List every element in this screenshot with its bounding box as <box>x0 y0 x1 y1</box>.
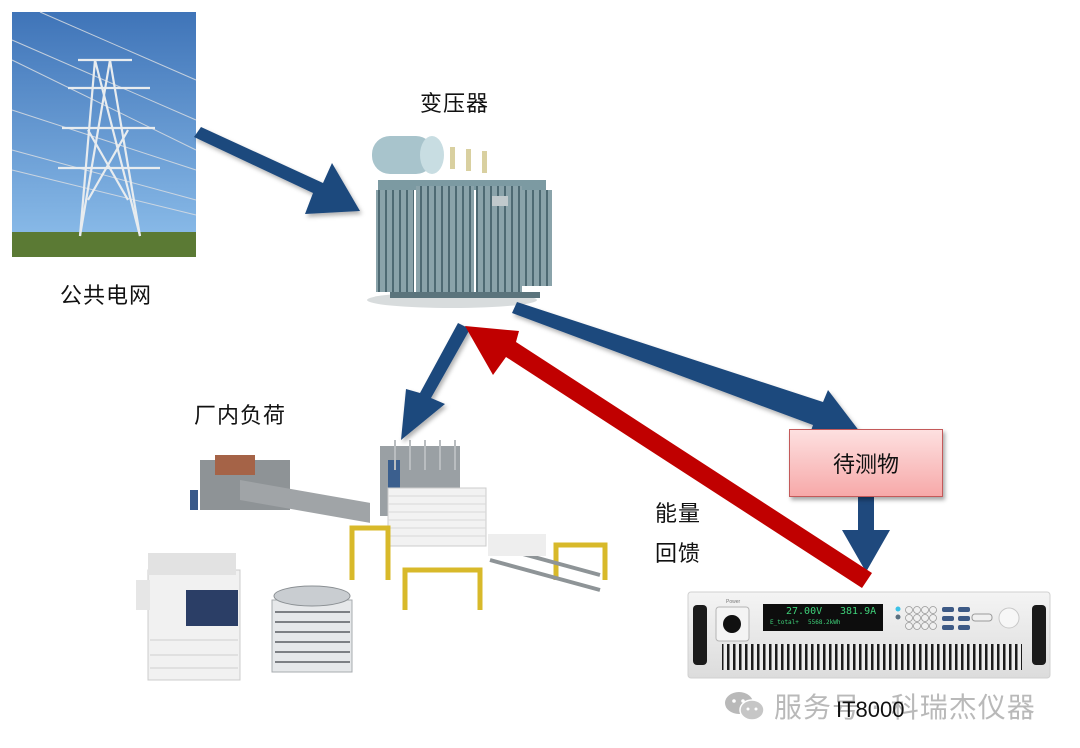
grid-label: 公共电网 <box>60 284 153 309</box>
arrow-dut-to-instrument <box>842 495 890 572</box>
arrow-grid-to-transformer <box>194 127 360 214</box>
ac-unit-image <box>271 585 353 673</box>
grid-image <box>11 11 197 257</box>
copier-image <box>136 553 241 681</box>
plant-load-label: 厂内负荷 <box>194 404 287 429</box>
instrument-image <box>687 591 1051 679</box>
transformer-image <box>367 136 552 308</box>
instrument-display-line2-mid: 5568.2kWh <box>808 619 841 626</box>
arrow-transformer-to-plant-load <box>401 323 470 440</box>
energy-feedback-label-line1: 能量 <box>655 502 702 527</box>
instrument-model-label: IT8000 <box>836 697 905 722</box>
instrument-display-line2-left: E_total+ <box>770 619 799 626</box>
instrument-display-voltage: 27.00V <box>786 606 823 617</box>
dut-box: 待测物 <box>789 429 943 497</box>
arrow-energy-feedback <box>465 326 872 588</box>
dut-label: 待测物 <box>832 453 899 478</box>
plant-load-image <box>190 440 608 610</box>
arrow-transformer-to-dut <box>512 302 860 439</box>
instrument-display-current: 381.9A <box>840 606 877 617</box>
instrument-power-label: Power <box>726 599 741 605</box>
watermark: 服务号 · 科瑞杰仪器 <box>724 686 1036 726</box>
energy-feedback-label-line2: 回馈 <box>655 542 702 567</box>
transformer-label: 变压器 <box>420 92 490 117</box>
watermark-text: 服务号 · 科瑞杰仪器 <box>774 691 1036 724</box>
wechat-icon <box>725 692 765 721</box>
